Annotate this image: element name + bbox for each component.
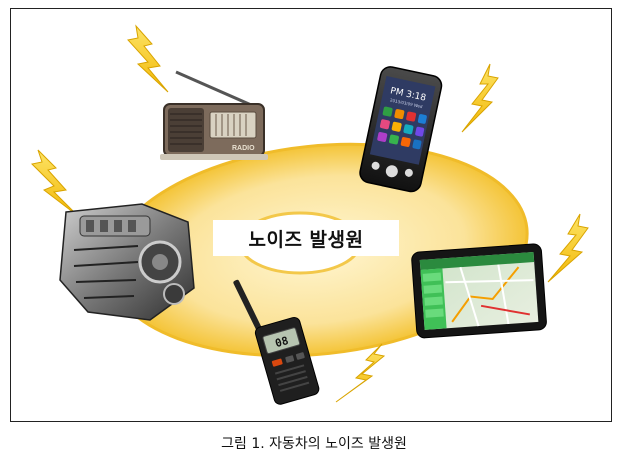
walkie-talkie-device: 08 <box>233 279 320 405</box>
lightning-bolt-icon <box>547 213 589 283</box>
lightning-bolt-icon <box>461 63 499 133</box>
figure-caption: 그림 1. 자동차의 노이즈 발생원 <box>221 436 407 452</box>
gps-navigator-device <box>411 243 547 339</box>
radio-brand-label: RADIO <box>232 145 255 152</box>
lightning-bolt-icon <box>335 343 386 403</box>
walkie-display: 08 <box>274 334 290 350</box>
smartphone-device: PM 3:18 2013/03/09 Wed <box>359 66 443 193</box>
phone-date: 2013/03/09 Wed <box>390 97 424 109</box>
center-label: 노이즈 발생원 <box>213 220 399 256</box>
lightning-bolt-icon <box>127 24 169 93</box>
radio-device: RADIO <box>160 70 268 160</box>
lightning-bolt-icon <box>30 149 79 217</box>
engine-device <box>59 203 195 321</box>
